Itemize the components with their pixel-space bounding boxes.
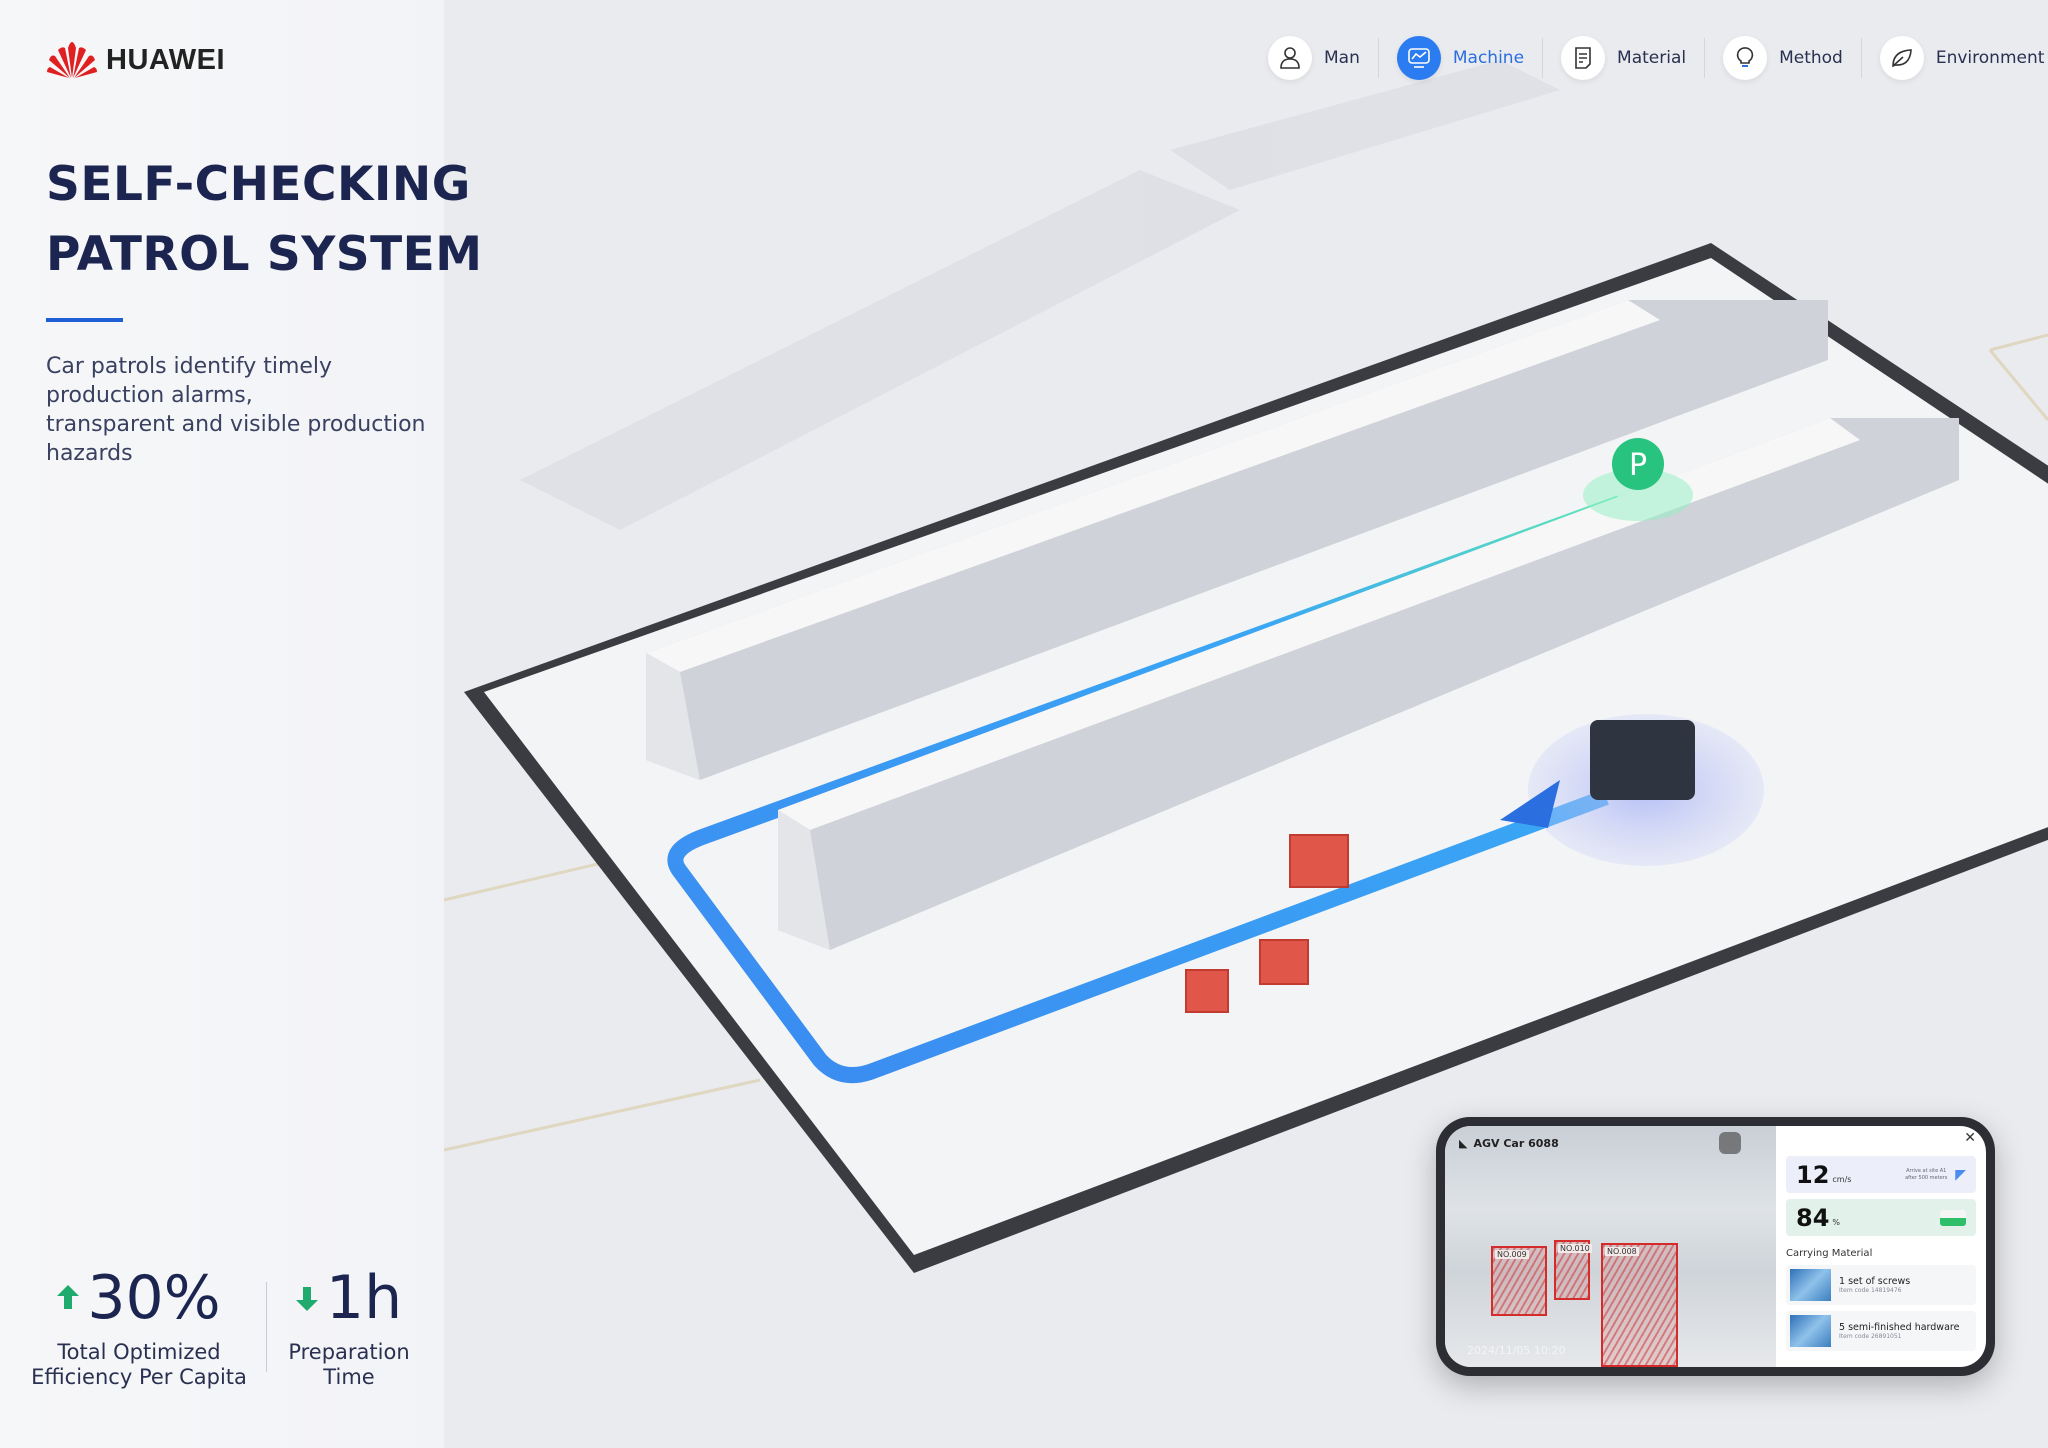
- document-icon: [1575, 47, 1591, 69]
- nav-divider: [1704, 38, 1706, 78]
- speed-card: 12 cm/s Arrive at site A1 after 500 mete…: [1786, 1156, 1976, 1193]
- material-name: 5 semi-finished hardware: [1839, 1322, 1960, 1333]
- nav-divider: [1377, 38, 1379, 78]
- material-thumbnail: [1790, 1315, 1831, 1347]
- machine-row-front: [778, 418, 1959, 950]
- leaf-icon: [1892, 49, 1912, 68]
- parking-label: P: [1629, 448, 1647, 483]
- stat-value: 1h: [325, 1263, 403, 1333]
- description-line: Car patrols identify timely: [46, 354, 333, 379]
- material-name: 1 set of screws: [1839, 1276, 1911, 1287]
- camera-feed: ◣ AGV Car 6088 NO.009 NO.010 NO.008 2024/…: [1445, 1126, 1776, 1367]
- agv-direction-icon: [1500, 780, 1560, 828]
- battery-card: 84 %: [1786, 1199, 1976, 1236]
- nav-divider: [1860, 38, 1862, 78]
- nav-item-man[interactable]: Man: [1268, 36, 1378, 80]
- route-note: Arrive at site A1 after 500 meters: [1905, 1167, 1948, 1181]
- stat-divider: [266, 1282, 267, 1372]
- speed-value: 12: [1796, 1160, 1830, 1189]
- alarm-box: [1185, 834, 1349, 1013]
- stat-label: Efficiency Per Capita: [31, 1365, 247, 1389]
- arrow-up-icon: [57, 1285, 80, 1309]
- stat-label: Total Optimized: [57, 1340, 221, 1364]
- arrow-down-icon: [295, 1287, 318, 1311]
- timestamp: 2024/11/05 10:20: [1467, 1344, 1566, 1357]
- nav-label: Man: [1324, 48, 1360, 68]
- nav-label: Machine: [1452, 48, 1525, 68]
- parking-marker: [1612, 438, 1664, 490]
- nav-label: Material: [1617, 48, 1687, 68]
- description-line: production alarms,: [46, 383, 253, 408]
- agv-info-panel: ✕ 12 cm/s Arrive at site A1 after 500 me…: [1776, 1126, 1986, 1367]
- speed-unit: cm/s: [1832, 1175, 1852, 1184]
- carrying-label: Carrying Material: [1786, 1248, 1873, 1259]
- agv-car: [1590, 720, 1695, 800]
- battery-value: 84: [1796, 1203, 1830, 1232]
- nav-item-machine[interactable]: Machine: [1396, 36, 1542, 80]
- detection-box: NO.009: [1491, 1246, 1547, 1316]
- detection-box: NO.008: [1601, 1243, 1678, 1367]
- nav-item-environment[interactable]: Environment: [1879, 36, 2048, 80]
- detection-box: NO.010: [1554, 1240, 1592, 1300]
- patrol-path: [667, 495, 1623, 1083]
- material-code: Item code 14819476: [1839, 1287, 1902, 1294]
- brand-name: HUAWEI: [106, 43, 225, 76]
- category-nav: Man Machine Material Method Environment: [1268, 36, 2048, 80]
- nav-item-material[interactable]: Material: [1561, 36, 1704, 80]
- nav-label: Method: [1779, 48, 1843, 68]
- title-accent-line: [46, 318, 123, 322]
- title-line: SELF-CHECKING: [46, 157, 471, 212]
- page-title: SELF-CHECKING PATROL SYSTEM: [46, 150, 483, 290]
- battery-unit: %: [1832, 1218, 1841, 1227]
- stat-label: Preparation: [288, 1340, 410, 1364]
- left-panel: HUAWEI SELF-CHECKING PATROL SYSTEM Car p…: [0, 0, 482, 1448]
- close-icon[interactable]: ✕: [1964, 1130, 1976, 1146]
- camera-icon: ◣: [1459, 1137, 1468, 1150]
- battery-icon: [1940, 1209, 1966, 1226]
- huawei-logo: HUAWEI: [46, 40, 225, 80]
- nav-item-method[interactable]: Method: [1723, 36, 1861, 80]
- material-code: Item code 26891051: [1839, 1333, 1902, 1340]
- navigation-arrow-icon: ◤: [1955, 1166, 1966, 1183]
- huawei-flower-icon: [47, 42, 97, 78]
- description-line: transparent and visible production: [46, 412, 426, 437]
- person-icon: [1280, 47, 1300, 69]
- monitor-chart-icon: [1408, 48, 1430, 68]
- title-line: PATROL SYSTEM: [46, 227, 483, 282]
- stat-label: Time: [323, 1365, 375, 1389]
- nav-label: Environment: [1935, 48, 2045, 68]
- agv-title: AGV Car 6088: [1473, 1137, 1559, 1150]
- agv-detail-phone: ◣ AGV Car 6088 NO.009 NO.010 NO.008 2024/…: [1436, 1117, 1995, 1376]
- material-thumbnail: [1790, 1269, 1831, 1301]
- battery-button[interactable]: [1719, 1132, 1741, 1154]
- description: Car patrols identify timely production a…: [46, 352, 426, 468]
- description-line: hazards: [46, 441, 133, 466]
- stat-value: 30%: [87, 1263, 221, 1333]
- machine-row-back: [646, 300, 1828, 780]
- lightbulb-icon: [1736, 47, 1754, 67]
- nav-divider: [1542, 38, 1544, 78]
